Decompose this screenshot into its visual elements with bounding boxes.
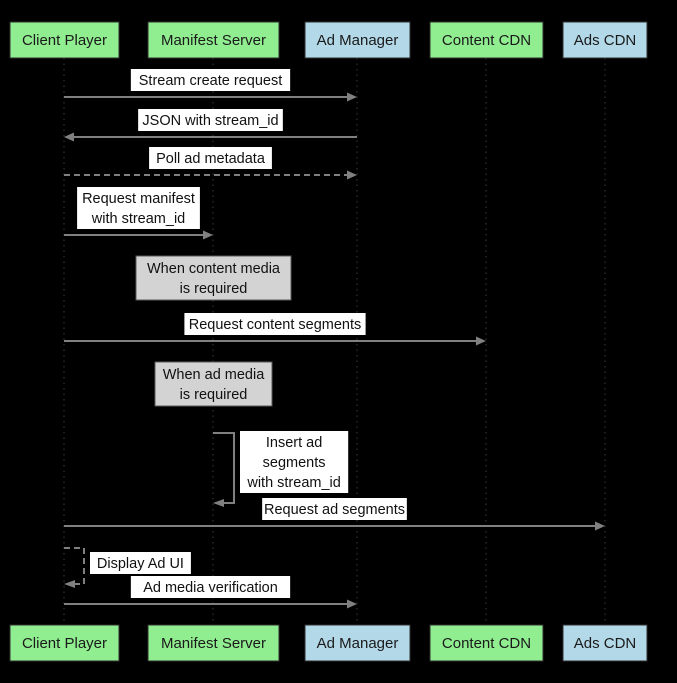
- participant-label-ccdn-top: Content CDN: [442, 32, 531, 49]
- note-text-line: is required: [180, 281, 248, 297]
- participant-box-admgr-bottom[interactable]: [304, 624, 411, 662]
- participant-box-ccdn-top[interactable]: [429, 21, 544, 59]
- arrowhead-left-m6: [213, 499, 224, 507]
- m3-label-bg: [149, 147, 272, 169]
- participant-box-acdn-bottom[interactable]: [562, 624, 648, 662]
- m5-label-bg: [184, 313, 366, 335]
- m4-label: Request manifest: [82, 191, 195, 207]
- arrowhead-right-m9: [347, 599, 357, 609]
- self-message-line-m8: [64, 547, 85, 585]
- participant-box-admgr-top[interactable]: [304, 21, 411, 59]
- note-text-line: is required: [180, 387, 248, 403]
- m6-label: Insert ad: [266, 435, 322, 451]
- participant-label-manifest-bottom: Manifest Server: [161, 635, 266, 652]
- m1-label: Stream create request: [139, 73, 282, 89]
- m8-label: Display Ad UI: [97, 556, 184, 572]
- arrowhead-left-m8: [64, 580, 75, 588]
- m3-label: Poll ad metadata: [156, 151, 266, 167]
- m6-label-bg: [240, 431, 349, 493]
- participant-box-ccdn-bottom[interactable]: [429, 624, 544, 662]
- arrowhead-left-m2: [64, 132, 74, 142]
- participant-box-manifest-top[interactable]: [147, 21, 280, 59]
- arrowhead-right-m5: [476, 336, 486, 346]
- note-text-line: When content media: [147, 261, 281, 277]
- m7-label: Request ad segments: [264, 502, 405, 518]
- m4-label-bg: [77, 187, 200, 229]
- m6-label: with stream_id: [246, 475, 340, 491]
- participant-label-ccdn-bottom: Content CDN: [442, 635, 531, 652]
- participant-label-admgr-top: Ad Manager: [317, 32, 399, 49]
- m2-label: JSON with stream_id: [142, 113, 278, 129]
- m9-label: Ad media verification: [143, 580, 278, 596]
- participant-box-client-top[interactable]: [9, 21, 120, 59]
- arrowhead-right-m7: [595, 521, 605, 531]
- m7-label-bg: [262, 498, 407, 520]
- participant-label-manifest-top: Manifest Server: [161, 32, 266, 49]
- self-message-line-m6: [213, 432, 235, 504]
- participant-label-client-bottom: Client Player: [22, 635, 107, 652]
- participant-label-admgr-bottom: Ad Manager: [317, 635, 399, 652]
- participant-box-client-bottom[interactable]: [9, 624, 120, 662]
- arrowhead-right-m3: [347, 170, 357, 180]
- m8-label-bg: [90, 552, 191, 574]
- m4-label: with stream_id: [91, 211, 185, 227]
- participants-header-group: Client Player Manifest Server Ad Manager Co…: [9, 21, 648, 59]
- m6-label: segments: [263, 455, 326, 471]
- arrowhead-right-m1: [347, 92, 357, 102]
- participant-label-acdn-bottom: Ads CDN: [574, 635, 637, 652]
- note-box: [135, 255, 292, 301]
- m1-label-bg: [130, 69, 291, 91]
- m2-label-bg: [138, 109, 283, 131]
- participants-footer-group: Client Player Manifest Server Ad Manager Co…: [9, 624, 648, 662]
- participant-box-acdn-top[interactable]: [562, 21, 648, 59]
- participant-box-manifest-bottom[interactable]: [147, 624, 280, 662]
- note-text-line: When ad media: [163, 367, 265, 383]
- arrowhead-right-m4: [203, 230, 213, 240]
- note-box: [154, 361, 273, 407]
- participant-label-client-top: Client Player: [22, 32, 107, 49]
- m5-label: Request content segments: [189, 317, 362, 333]
- participant-label-acdn-top: Ads CDN: [574, 32, 637, 49]
- m9-label-bg: [130, 576, 291, 598]
